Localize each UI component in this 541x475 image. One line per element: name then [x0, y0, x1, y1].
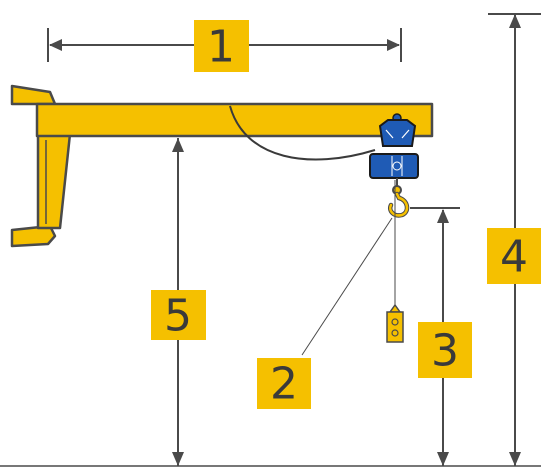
- label-5: 5: [151, 290, 206, 342]
- hoist-trolley: [378, 113, 417, 147]
- leader-line-2: [301, 217, 393, 356]
- label-1-text: 1: [207, 22, 235, 73]
- label-4-text: 4: [500, 232, 528, 283]
- column-support: [36, 132, 72, 230]
- label-3-text: 3: [431, 326, 459, 377]
- label-1: 1: [194, 20, 249, 73]
- label-5-text: 5: [164, 291, 192, 342]
- pendant-control: [386, 303, 404, 343]
- power-cable: [229, 105, 376, 161]
- label-2-text: 2: [270, 359, 298, 410]
- label-2: 2: [257, 358, 311, 410]
- wall-bracket-top: [10, 84, 57, 106]
- hoist-motor: [369, 153, 419, 179]
- label-4: 4: [487, 228, 541, 284]
- hook-icon: [388, 178, 410, 218]
- label-3: 3: [418, 322, 472, 378]
